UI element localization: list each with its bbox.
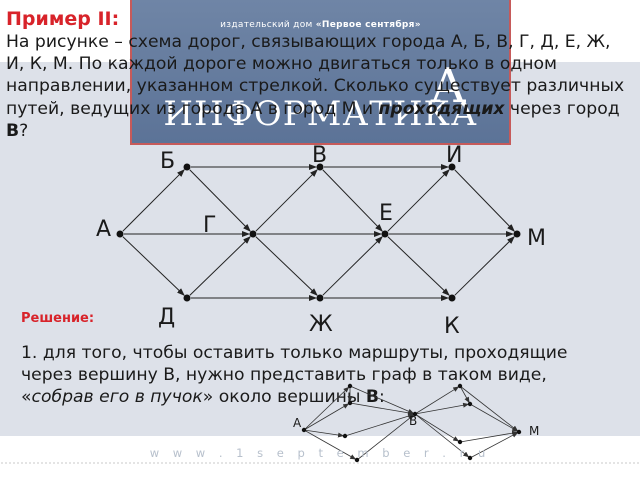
graph-labels: А Б В И Г Е М Д Ж К: [96, 143, 546, 339]
magazine-banner: издательский дом «Первое сентября» А ИНФ…: [130, 0, 511, 145]
city-node: [448, 163, 456, 171]
city-node: [448, 294, 456, 302]
road-Г-Ж: [255, 236, 318, 296]
site-url: w w w . 1 s e p t e m b e r . r u: [149, 446, 491, 460]
magazine-title: ИНФОРМАТИКА: [163, 94, 478, 134]
bundled-label: В: [409, 414, 417, 428]
bundled-edge: [459, 385, 470, 404]
bundled-node: [342, 433, 348, 439]
city-node: [316, 294, 324, 302]
road-Е-К: [387, 236, 450, 296]
bundled-node: [412, 411, 418, 417]
city-node: [183, 163, 191, 171]
city-node: [513, 230, 521, 238]
bundled-edge: [414, 386, 460, 415]
bundled-node: [457, 383, 463, 389]
bundled-edge: [349, 402, 415, 416]
solution-emphasis: собрав его в пучок: [31, 387, 203, 407]
city-label: И: [446, 143, 462, 168]
publisher-name: «Первое сентября»: [315, 20, 421, 30]
bundled-node: [347, 400, 353, 406]
city-node: [116, 230, 124, 238]
road-Г-В: [255, 169, 318, 232]
road-А-Д: [122, 236, 185, 296]
city-node: [316, 163, 324, 171]
road-Ж-Е: [322, 236, 383, 296]
banner-logo-letter: А: [430, 58, 467, 114]
bundled-node: [516, 429, 522, 435]
city-label: Е: [379, 201, 393, 226]
solution-city: В: [365, 387, 380, 407]
city-node: [249, 230, 257, 238]
bundled-edge: [469, 432, 519, 459]
bundled-edge: [356, 414, 415, 461]
bundled-node: [347, 383, 353, 389]
road-Б-Г: [189, 169, 251, 232]
city-label: Г: [203, 213, 216, 238]
city-label: М: [527, 226, 546, 251]
city-label: А: [96, 217, 111, 242]
road-Д-Г: [189, 236, 251, 296]
bundled-node: [457, 439, 463, 445]
problem-city: В: [6, 120, 20, 141]
city-label: Ж: [309, 312, 333, 337]
bundled-edge: [303, 386, 350, 431]
bundled-node: [467, 455, 473, 461]
city-label: В: [312, 143, 327, 168]
city-label: Б: [160, 149, 175, 174]
bundled-node: [467, 401, 473, 407]
road-А-Б: [122, 169, 185, 232]
solution-statement: 1. для того, чтобы оставить только маршр…: [21, 343, 568, 407]
city-label: К: [444, 314, 460, 339]
graph-edges: [122, 164, 515, 301]
bundled-node: [301, 427, 307, 433]
road-И-М: [454, 169, 515, 232]
bundled-edge: [459, 385, 519, 432]
bundled-edge: [303, 429, 357, 460]
bundled-node: [354, 457, 360, 463]
bundled-edge: [349, 385, 415, 414]
road-К-М: [454, 236, 515, 296]
bundled-edge: [303, 403, 350, 431]
problem-emphasis: проходящих: [378, 98, 505, 119]
bundled-label: М: [529, 424, 539, 438]
city-node: [381, 230, 389, 238]
road-Е-И: [387, 169, 450, 232]
example-heading: Пример II:: [6, 8, 120, 30]
bundled-edge: [344, 413, 415, 437]
city-node: [183, 294, 191, 302]
bundled-edge: [469, 403, 519, 432]
dotted-divider: [0, 462, 640, 464]
bundled-graph-edges: [301, 383, 522, 463]
solution-heading: Решение:: [21, 311, 95, 326]
bundled-edge: [414, 413, 460, 442]
publisher-line: издательский дом «Первое сентября»: [220, 20, 421, 30]
bundled-edge: [459, 430, 519, 443]
bundled-edge: [303, 429, 345, 438]
city-label: Д: [158, 305, 175, 330]
bundled-label: А: [293, 416, 302, 430]
bundled-edge: [414, 402, 470, 415]
road-В-Е: [322, 169, 383, 232]
problem-statement: На рисунке – схема дорог, связывающих го…: [6, 32, 625, 141]
bundled-edge: [414, 413, 470, 458]
graph-nodes: [116, 163, 521, 302]
